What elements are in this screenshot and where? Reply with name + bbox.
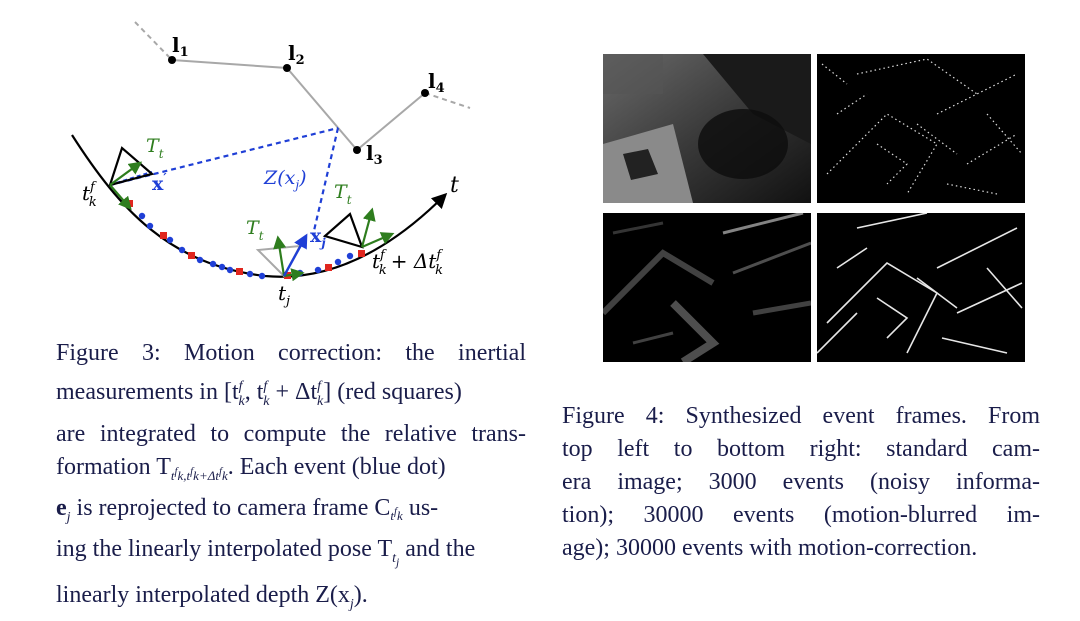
frame-standard-camera-image	[603, 54, 811, 203]
frame-3000-events	[817, 54, 1025, 203]
camera-frame-tkf	[108, 146, 155, 210]
figure-4-caption: Figure 4: Synthesized event frames. From…	[562, 400, 1040, 565]
frame-30000-events-blurred	[603, 213, 811, 362]
fig4-line-1: Figure 4: Synthesized event frames. From	[562, 403, 1040, 429]
depth-label: Z(xj)	[263, 167, 307, 192]
fig3-line-1: Figure 3: Motion correction: the inertia…	[56, 340, 526, 366]
landmark-1-dot	[168, 56, 176, 64]
fig3-line-2: measurements in [tfk, tfk + Δtfk] (red s…	[56, 379, 462, 409]
x-j-prime-label: x′	[152, 171, 167, 195]
T-tj-label: Tt	[246, 217, 264, 243]
tj-label: tj	[278, 281, 290, 309]
depth-ray	[311, 127, 340, 236]
imu-samples	[126, 200, 365, 279]
motion-correction-diagram: l1 l2 l3 l4	[71, 21, 471, 309]
fig3-line-7: linearly interpolated depth Z(xj).	[56, 581, 368, 612]
fig4-line-3: era image; 3000 events (noisy informa-	[562, 469, 1040, 495]
landmark-4-label: l4	[428, 69, 445, 96]
landmark-1-label: l1	[172, 33, 189, 60]
landmark-3-label: l3	[366, 141, 383, 168]
landmark-3-dot	[353, 146, 361, 154]
time-axis-label: t	[450, 173, 459, 198]
camera-frame-tkf-dt	[322, 207, 395, 249]
landmark-2-label: l2	[288, 41, 305, 68]
fig3-line-5: ej is reprojected to camera frame Ctfk u…	[56, 494, 439, 525]
x-j-label: xj	[310, 225, 326, 250]
fig3-line-6: ing the linearly interpolated pose Ttj a…	[56, 536, 476, 569]
fig3-line-3: are integrated to compute the relative t…	[56, 420, 526, 447]
fig4-line-4: tion); 30000 events (motion-blurred im-	[562, 502, 1040, 528]
landmark-2-dot	[283, 64, 291, 72]
figure-3-caption: Figure 3: Motion correction: the inertia…	[56, 337, 526, 621]
fig3-line-4: formation Ttfk,tfk+Δtfk. Each event (blu…	[56, 453, 446, 483]
landmark-chain	[134, 21, 471, 154]
frame-30000-events-motion-corrected	[817, 213, 1025, 362]
fig4-line-2: top left to bottom right: standard cam-	[562, 436, 1040, 462]
landmark-4-dot	[421, 89, 429, 97]
T-tkf-label: Tt	[146, 135, 164, 161]
T-tkf-dt-label: Tt	[334, 181, 352, 207]
camera-frame-tj	[255, 233, 308, 282]
fig4-line-5: age); 30000 events with motion-correctio…	[562, 535, 978, 561]
